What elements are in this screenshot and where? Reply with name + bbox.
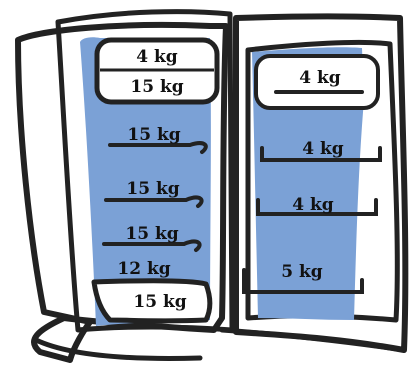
left-shelf-1-label: 15 kg: [126, 179, 179, 199]
left-bottom-bin: [91, 278, 213, 324]
left-door-frame: [55, 9, 235, 333]
left-shelf-0-label: 15 kg: [127, 125, 180, 145]
left-door-interior: [80, 37, 211, 326]
left-shelf-1: [104, 195, 204, 208]
right-door-interior: [252, 47, 364, 320]
right-shelf-2-label: 4 kg: [292, 195, 334, 215]
right-top-bin: [254, 54, 380, 110]
right-shelf-3-label: 5 kg: [281, 262, 323, 282]
right-shelf-2: [256, 198, 378, 216]
right-shelf-3: [242, 268, 364, 294]
door-bottom-edge: [219, 327, 407, 353]
right-shelf-0-label: 4 kg: [299, 68, 341, 88]
right-shelf-1: [260, 146, 382, 162]
freezer-top-label: 4 kg: [136, 47, 178, 67]
left-shelf-2-label: 15 kg: [125, 224, 178, 244]
left-shelf-2: [102, 239, 202, 252]
right-shelf-1-label: 4 kg: [302, 139, 344, 159]
left-shelf-3-label: 12 kg: [117, 259, 170, 279]
fridge-base: [33, 337, 203, 361]
left-shelf-0: [108, 141, 208, 154]
left-bottom-bin-label: 15 kg: [133, 292, 186, 312]
freezer-bottom-label: 15 kg: [130, 77, 183, 97]
